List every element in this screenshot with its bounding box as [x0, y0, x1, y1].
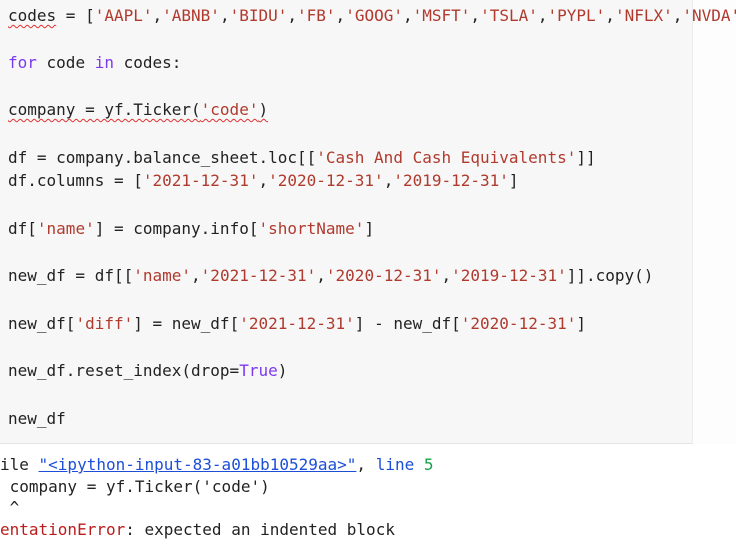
- code-line-2[interactable]: for code in codes:: [8, 53, 182, 72]
- cell-output: ile "<ipython-input-83-a01bb10529aa>", l…: [0, 445, 736, 545]
- code-line-7[interactable]: new_df = df[['name','2021-12-31','2020-1…: [8, 266, 654, 285]
- code-line-10[interactable]: new_df: [8, 409, 66, 428]
- editor-scrollbar[interactable]: [692, 0, 736, 444]
- code-line-5[interactable]: df.columns = ['2021-12-31','2020-12-31',…: [8, 171, 519, 190]
- code-line-1[interactable]: codes = ['AAPL','ABNB','BIDU','FB','GOOG…: [8, 6, 736, 25]
- error-message: entationError: expected an indented bloc…: [0, 520, 395, 539]
- code-line-6[interactable]: df['name'] = company.info['shortName']: [8, 219, 375, 238]
- code-line-8[interactable]: new_df['diff'] = new_df['2021-12-31'] - …: [8, 314, 586, 333]
- traceback-file-line: ile "<ipython-input-83-a01bb10529aa>", l…: [0, 455, 434, 474]
- code-line-9[interactable]: new_df.reset_index(drop=True): [8, 361, 288, 380]
- traceback-file-link[interactable]: "<ipython-input-83-a01bb10529aa>": [38, 455, 357, 474]
- code-line-4[interactable]: df = company.balance_sheet.loc[['Cash An…: [8, 148, 596, 167]
- code-line-3[interactable]: company = yf.Ticker('code'): [8, 100, 269, 119]
- traceback-code-line: company = yf.Ticker('code'): [0, 477, 270, 496]
- traceback-caret: ^: [0, 498, 20, 517]
- code-cell[interactable]: codes = ['AAPL','ABNB','BIDU','FB','GOOG…: [0, 0, 736, 444]
